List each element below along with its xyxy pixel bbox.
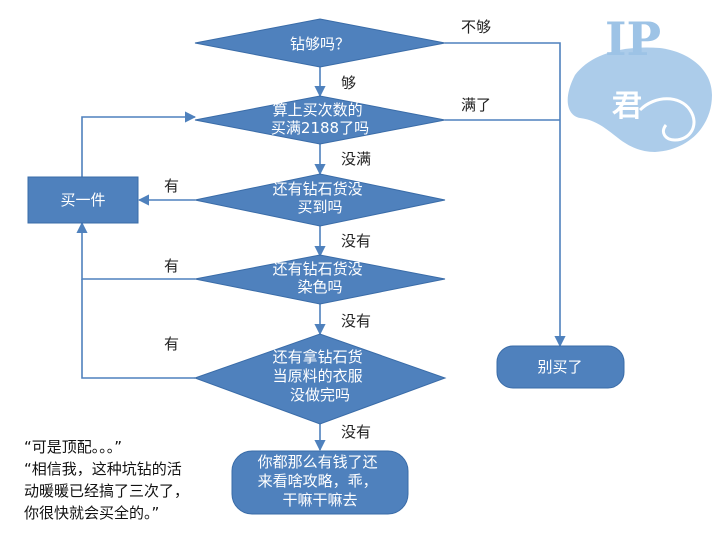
wave-icon (638, 97, 696, 142)
d4-line-2: 染色吗 (297, 278, 342, 296)
label-none-2: 没有 (341, 312, 371, 330)
stop-label: 别买了 (537, 358, 582, 376)
quote-block: “可是顶配。。。” “相信我，这种坑钻的活 动暖暖已经搞了三次了， 你很快就会买… (24, 436, 264, 524)
logo-text: IP (605, 12, 661, 66)
label-has-1: 有 (164, 177, 179, 195)
d3-line-2: 买到吗 (297, 198, 342, 216)
svg-text:算上买次数的 买满2188了吗: 算上买次数的 买满2188了吗 (271, 101, 369, 137)
label-has-2: 有 (164, 257, 179, 275)
decision-d5: 还有拿钻石货 当原料的衣服 没做完吗 (193, 333, 447, 425)
terminal-end: 你都那么有钱了还 来看啥攻略，乖， 干嘛干嘛去 (231, 450, 409, 515)
d1-line-1: 钻够吗？ (290, 35, 350, 53)
terminal-stop: 别买了 (496, 345, 625, 389)
d5-line-2: 当原料的衣服 (273, 367, 363, 385)
decision-d4: 还有钻石货没 染色吗 (194, 254, 446, 305)
label-none-3: 没有 (341, 423, 371, 441)
d3-line-1: 还有钻石货没 (273, 180, 363, 198)
svg-text:别买了: 别买了 (537, 358, 582, 376)
svg-text:还有钻石货没 买到吗: 还有钻石货没 买到吗 (273, 180, 368, 216)
svg-text:钻够吗？: 钻够吗？ (290, 35, 350, 53)
logo: IP 君 (567, 12, 712, 152)
edge-buy-d2 (81, 111, 197, 177)
svg-text:还有拿钻石货 当原料的衣服 没做完吗: 还有拿钻石货 当原料的衣服 没做完吗 (273, 348, 368, 404)
dolphin-icon (567, 47, 712, 152)
edge-d1-stop (445, 42, 566, 348)
label-full: 满了 (461, 96, 491, 114)
label-has-3: 有 (164, 335, 179, 353)
d5-line-1: 还有拿钻石货 (273, 348, 363, 366)
label-enough: 够 (341, 74, 356, 92)
svg-text:买一件: 买一件 (60, 191, 105, 209)
end-line-2: 来看啥攻略，乖， (258, 472, 378, 490)
quote-line-2: “相信我，这种坑钻的活 (24, 460, 182, 478)
d4-line-1: 还有钻石货没 (273, 260, 363, 278)
edges (76, 42, 566, 452)
end-line-1: 你都那么有钱了还 (258, 453, 378, 471)
buy-label: 买一件 (60, 191, 105, 209)
quote-line-3: 动暖暖已经搞了三次了， (24, 482, 190, 500)
label-none-1: 没有 (341, 232, 371, 250)
process-buy: 买一件 (27, 176, 139, 224)
svg-text:你都那么有钱了还 来看啥攻略，乖，: 你都那么有钱了还 来看啥攻略，乖， 干嘛干嘛去 (258, 453, 383, 509)
label-not-full: 没满 (341, 150, 371, 168)
d5-line-3: 没做完吗 (290, 386, 350, 404)
quote-line-4: 你很快就会买全的。” (24, 504, 160, 522)
quote-line-1: “可是顶配。。。” (24, 438, 123, 456)
edge-d5-buy (81, 279, 195, 379)
decision-d1: 钻够吗？ (194, 18, 446, 68)
d2-line-1: 算上买次数的 (273, 101, 363, 119)
label-not-enough: 不够 (461, 18, 491, 36)
logo-glyph: 君 (612, 89, 642, 124)
decision-d3: 还有钻石货没 买到吗 (194, 173, 446, 227)
end-line-3: 干嘛干嘛去 (282, 491, 357, 509)
decision-d2: 算上买次数的 买满2188了吗 (194, 95, 446, 145)
svg-text:还有钻石货没 染色吗: 还有钻石货没 染色吗 (273, 260, 368, 296)
d2-line-2: 买满2188了吗 (271, 119, 369, 137)
